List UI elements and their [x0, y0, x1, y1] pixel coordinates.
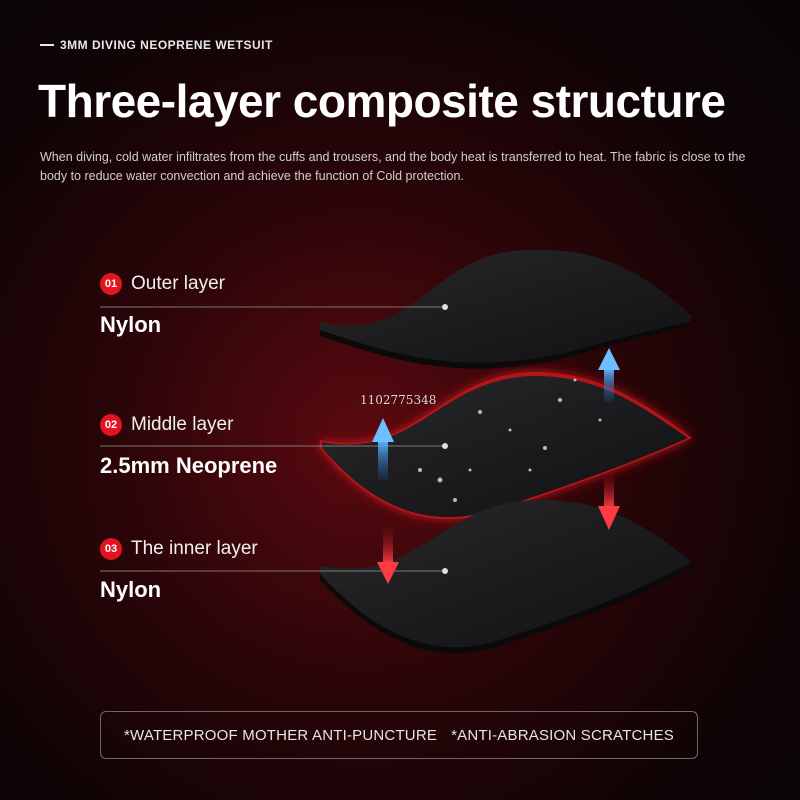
feature-waterproof: *WATERPROOF MOTHER ANTI-PUNCTURE	[124, 726, 438, 744]
feature-anti-abrasion: *ANTI-ABRASION SCRATCHES	[451, 726, 674, 744]
page-title: Three-layer composite structure	[38, 75, 726, 127]
heat-up-arrow-right	[598, 348, 620, 402]
outer-layer-fabric	[320, 249, 692, 369]
middle-layer-fabric	[320, 371, 692, 520]
feature-banner: *WATERPROOF MOTHER ANTI-PUNCTURE *ANTI-A…	[100, 711, 698, 759]
layer-1-label: 01 Outer layer	[100, 273, 225, 295]
layer-3-label: 03 The inner layer	[100, 538, 258, 560]
layer-2-label: 02 Middle layer	[100, 414, 233, 436]
cold-down-arrow-left	[377, 528, 399, 584]
eyebrow-text: 3MM DIVING NEOPRENE WETSUIT	[60, 38, 273, 52]
heat-up-arrow-left	[372, 418, 394, 480]
layer-1-name: Outer layer	[131, 273, 225, 294]
eyebrow: 3MM DIVING NEOPRENE WETSUIT	[40, 38, 273, 52]
eyebrow-dash	[40, 44, 54, 46]
inner-layer-fabric	[320, 500, 692, 654]
watermark-text: 1102775348	[360, 393, 437, 407]
water-droplets	[418, 378, 602, 502]
layer-3-name: The inner layer	[131, 538, 258, 559]
layer-1-material: Nylon	[100, 312, 162, 337]
cold-down-arrow-right	[598, 474, 620, 530]
leader-dots	[442, 304, 448, 574]
layer-2-name: Middle layer	[131, 414, 234, 435]
layer-3-material: Nylon	[100, 577, 162, 602]
layer-3-badge: 03	[100, 538, 122, 560]
description: When diving, cold water infiltrates from…	[40, 150, 746, 183]
layer-1-badge: 01	[100, 273, 122, 295]
layer-2-badge: 02	[100, 414, 122, 436]
layer-2-material: 2.5mm Neoprene	[100, 453, 278, 478]
